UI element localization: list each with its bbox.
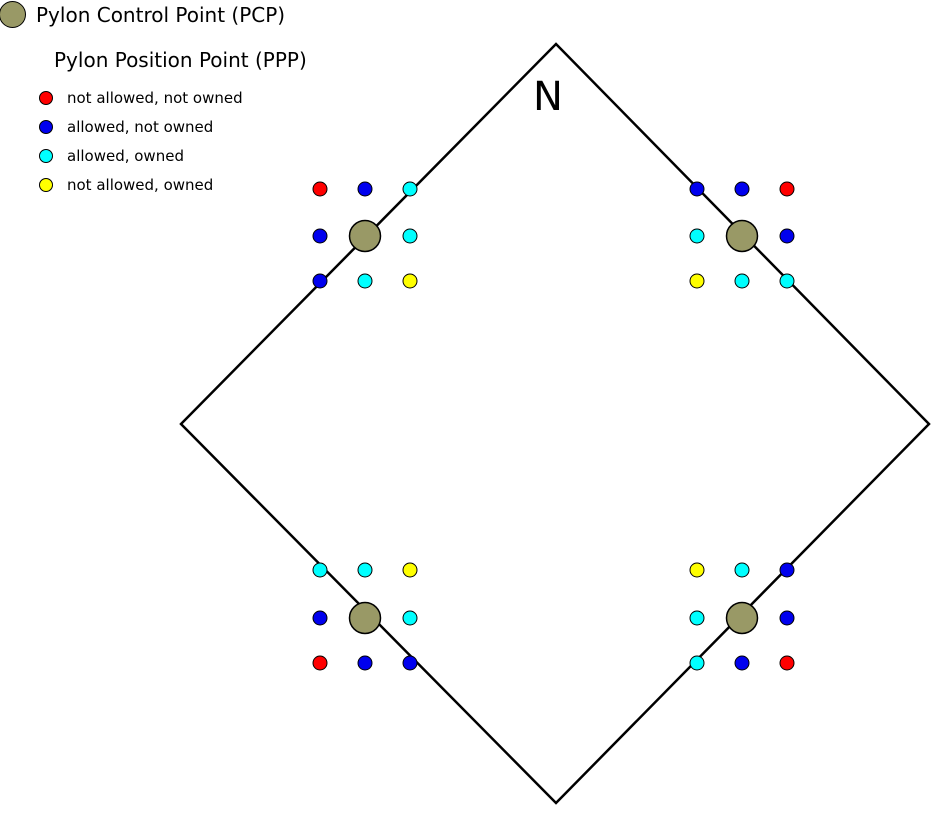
pcp-circle [725, 601, 759, 635]
ppp-dot-cyan [357, 273, 373, 289]
ppp-dot-cyan [734, 273, 750, 289]
ppp-dot-blue [312, 228, 328, 244]
ppp-dot-cyan [357, 562, 373, 578]
ppp-dot-cyan [689, 655, 705, 671]
ppp-dot-cyan [402, 181, 418, 197]
ppp-dot-yellow [689, 273, 705, 289]
ppp-dot-cyan [734, 562, 750, 578]
ppp-dot-red [312, 655, 328, 671]
ppp-dot-blue [402, 655, 418, 671]
ppp-dot-blue [734, 181, 750, 197]
north-label: N [533, 74, 563, 120]
ppp-dot-yellow [402, 273, 418, 289]
ppp-dot-blue [312, 273, 328, 289]
ppp-dot-blue [689, 181, 705, 197]
ppp-dot-yellow [402, 562, 418, 578]
ppp-dot-cyan [689, 228, 705, 244]
ppp-dot-blue [357, 655, 373, 671]
ppp-dot-blue [312, 610, 328, 626]
ppp-dot-red [779, 181, 795, 197]
ppp-dot-blue [779, 610, 795, 626]
ppp-dot-cyan [779, 273, 795, 289]
ppp-dot-red [779, 655, 795, 671]
pcp-circle [348, 601, 382, 635]
ppp-dot-blue [357, 181, 373, 197]
ppp-dot-yellow [689, 562, 705, 578]
ppp-dot-blue [779, 562, 795, 578]
ppp-dot-cyan [402, 610, 418, 626]
pcp-circle [348, 219, 382, 253]
ppp-dot-cyan [402, 228, 418, 244]
course-square-outline [179, 42, 931, 805]
pcp-circle [725, 219, 759, 253]
ppp-dot-blue [779, 228, 795, 244]
ppp-dot-blue [734, 655, 750, 671]
ppp-dot-cyan [689, 610, 705, 626]
ppp-dot-red [312, 181, 328, 197]
ppp-dot-cyan [312, 562, 328, 578]
